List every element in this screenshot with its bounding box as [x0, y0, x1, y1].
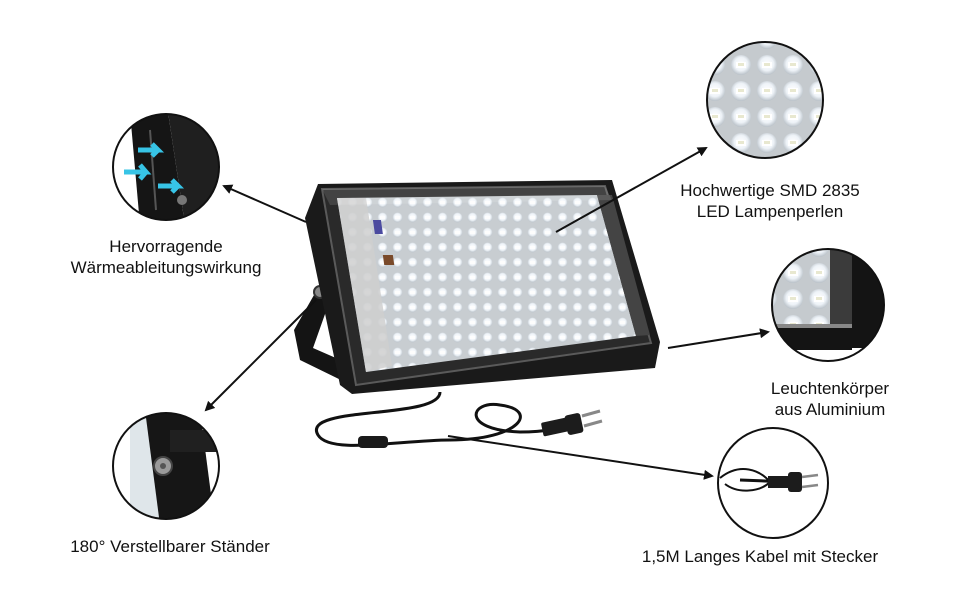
plug: [541, 409, 603, 437]
heat-dissipation-icon: [112, 113, 220, 221]
label-housing-line1: Leuchtenkörper: [770, 379, 890, 398]
stand-bracket: [294, 288, 345, 382]
label-adjustable-stand: 180° Verstellbarer Ständer: [30, 536, 310, 557]
power-plug-icon: [717, 427, 829, 539]
smd-led-icon: [706, 41, 824, 159]
label-housing-line2: aus Aluminium: [774, 400, 886, 419]
floodlight: [294, 180, 660, 448]
label-heat-line2: Wärmeableitungswirkung: [70, 258, 262, 277]
label-cable-text: 1,5M Langes Kabel mit Stecker: [641, 547, 879, 566]
power-cable: [314, 391, 569, 447]
label-leds-line1: Hochwertige SMD 2835: [680, 181, 860, 200]
label-smd-leds: Hochwertige SMD 2835 LED Lampenperlen: [660, 180, 880, 222]
label-heat-dissipation: Hervorragende Wärmeableitungswirkung: [20, 236, 312, 278]
label-leds-line2: LED Lampenperlen: [696, 202, 844, 221]
adjustable-stand-icon: [112, 412, 220, 520]
inline-switch: [358, 436, 388, 448]
label-stand-text: 180° Verstellbarer Ständer: [70, 537, 270, 556]
callout-arrows: [204, 147, 770, 480]
label-cable: 1,5M Langes Kabel mit Stecker: [610, 546, 910, 567]
aluminium-housing-icon: [771, 248, 885, 362]
led-board: [337, 195, 636, 372]
label-aluminium-housing: Leuchtenkörper aus Aluminium: [740, 378, 920, 420]
label-heat-line1: Hervorragende: [109, 237, 223, 256]
